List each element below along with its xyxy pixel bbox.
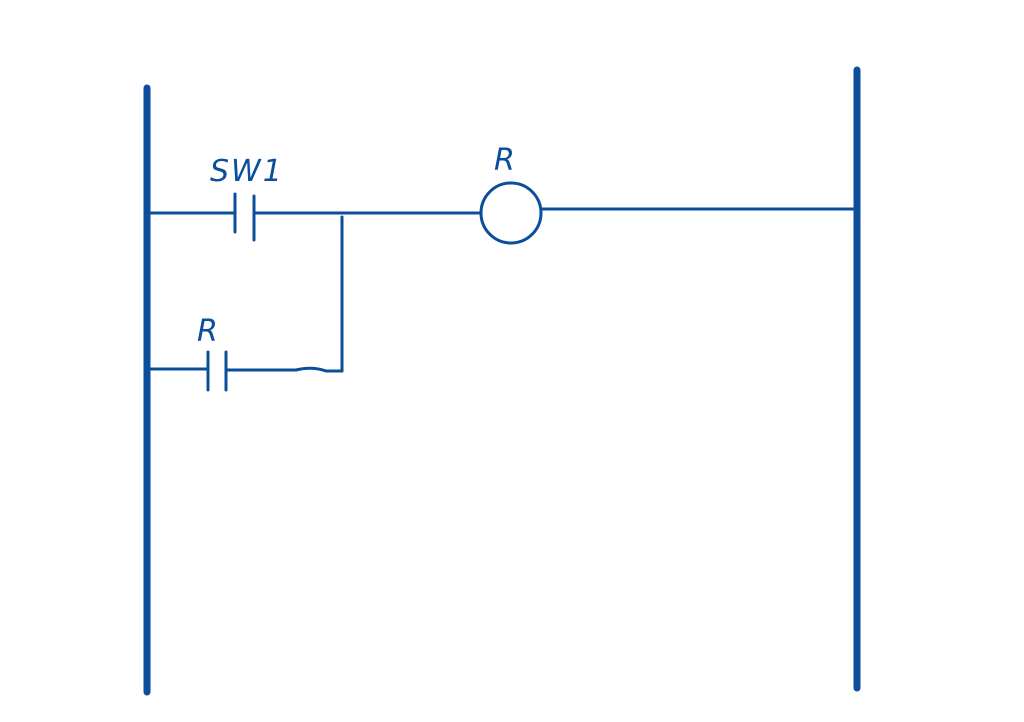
r-contact bbox=[206, 350, 228, 392]
r-contact-label: R bbox=[197, 314, 220, 349]
r-coil-label: R bbox=[494, 143, 517, 178]
sw1-contact-label: SW1 bbox=[210, 154, 284, 189]
branch-wire-right bbox=[225, 366, 344, 373]
sw1-contact bbox=[233, 192, 256, 242]
r-coil bbox=[479, 181, 543, 245]
